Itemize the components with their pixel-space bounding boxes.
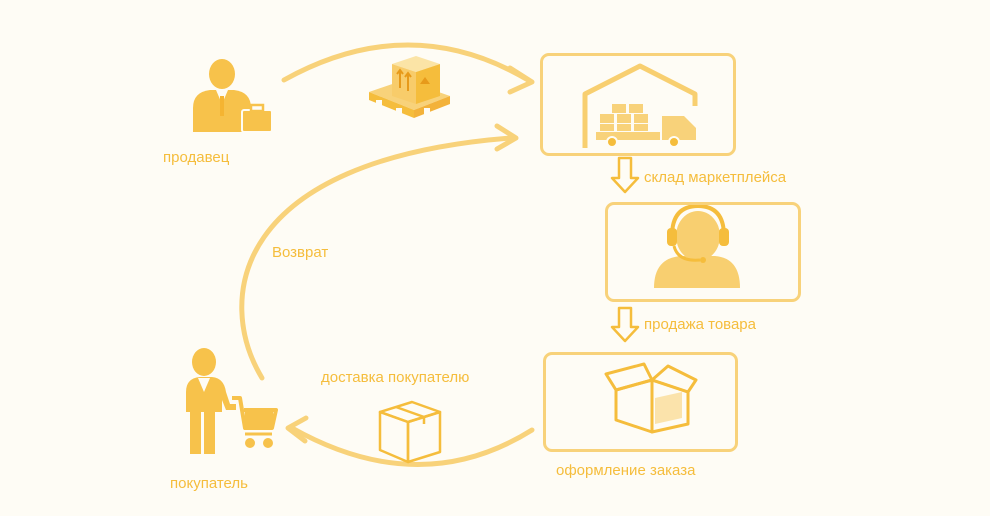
order-box [543,352,738,452]
operator-headset-icon [654,203,740,288]
warehouse-truck-icon [582,63,698,148]
pallet-boxes-icon [369,56,450,118]
edge-return-arrow [239,123,519,381]
seller-label: продавец [163,149,230,166]
businessman-icon [193,59,273,133]
shopper-cart-icon [186,348,278,454]
arrow-warehouse-to-sale [610,156,640,194]
edge-supply-arrow [281,42,535,95]
delivery-label: доставка покупателю [321,369,470,386]
arrow-sale-to-order [610,306,640,343]
open-box-icon [604,362,698,434]
buyer-label: покупатель [170,475,248,492]
edge-delivery-arrow [285,415,535,467]
warehouse-box [540,53,736,156]
parcel-box-icon [378,400,442,464]
sale-box [605,202,801,302]
return-label: Возврат [272,244,329,261]
warehouse-label: склад маркетплейса [644,169,787,186]
sale-label: продажа товара [644,316,756,333]
order-label: оформление заказа [556,462,696,479]
